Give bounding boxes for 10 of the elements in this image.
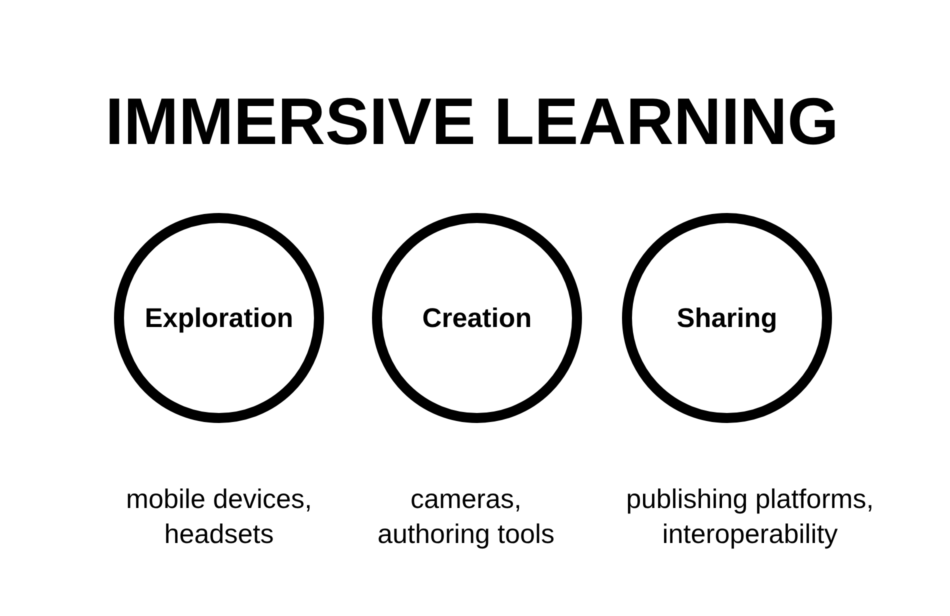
concept-circle bbox=[114, 213, 324, 423]
stage-examples: publishing platforms, interoperability bbox=[625, 483, 875, 551]
stage-examples: cameras, authoring tools bbox=[376, 483, 556, 551]
concept-circle bbox=[622, 213, 832, 423]
stage-label: Creation bbox=[422, 302, 532, 334]
concept-circle bbox=[372, 213, 582, 423]
stage-examples: mobile devices, headsets bbox=[124, 483, 314, 551]
stage-label: Sharing bbox=[676, 302, 778, 334]
title: IMMERSIVE LEARNING bbox=[105, 88, 839, 154]
stage-label: Exploration bbox=[144, 302, 294, 334]
